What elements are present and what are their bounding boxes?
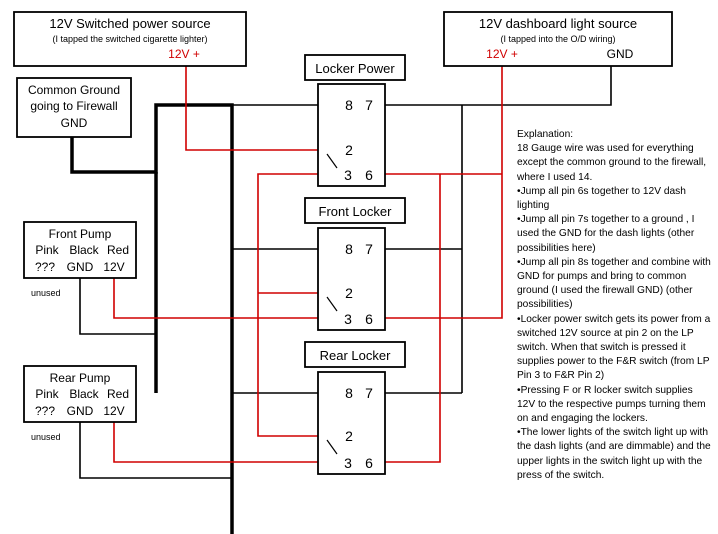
front-locker-label: Front Locker [319,204,393,219]
rear-locker-pin3: 3 [344,455,352,471]
front-pump-wire-black: Black [69,243,99,257]
rear-pump-wire-red: Red [107,387,129,401]
rear-pump-pin-12v: 12V [103,404,124,418]
locker-power-label: Locker Power [315,61,395,76]
front-pump-gnd-wire [79,278,156,335]
explanation-panel: Explanation: 18 Gauge wire was used for … [517,128,713,483]
front-locker-pin6: 6 [365,311,373,327]
locker-power-pin6: 6 [365,167,373,183]
pin7-bus-wire [385,66,612,394]
front-pump-box [23,221,137,279]
rear-pump-wire-pink: Pink [35,387,59,401]
front-pump-wire-pink: Pink [35,243,59,257]
explanation-bullet: •Pressing F or R locker switch supplies … [517,384,706,425]
front-locker-pin7: 7 [365,241,373,257]
rear-pump-unused-label: unused [31,432,61,442]
common-ground-line3: GND [61,116,88,130]
rear-pump-12v-wire [113,422,318,463]
switched-12v-wire [185,66,318,151]
rear-pump-wire-black: Black [69,387,99,401]
front-locker-pin2: 2 [345,285,353,301]
front-pump-12v-wire [113,278,318,319]
rear-pump-box [23,365,137,423]
rear-locker-pin2: 2 [345,428,353,444]
rear-locker-switch [317,371,386,475]
switched-source-terminal: 12V + [168,47,200,61]
explanation-bullet: •Locker power switch gets its power from… [517,313,711,382]
common-ground-line1: Common Ground [28,83,120,97]
front-pump-wire-red: Red [107,243,129,257]
locker-power-label-box [304,54,406,81]
rear-locker-label-box [304,341,406,368]
switched-source-box [13,11,247,67]
locker-power-contact-icon [326,153,338,169]
common-ground-wire [70,103,234,534]
front-locker-pin8: 8 [345,241,353,257]
front-locker-pin3: 3 [344,311,352,327]
rear-locker-label: Rear Locker [320,348,391,363]
rear-locker-pin6: 6 [365,455,373,471]
locker-power-pin8: 8 [345,97,353,113]
front-pump-pin-unknown: ??? [35,260,55,274]
front-pump-unused-label: unused [31,288,61,298]
common-ground-box [16,77,132,138]
explanation-bullet: •The lower lights of the switch light up… [517,427,711,481]
locker-power-switch [317,83,386,187]
rear-pump-pin-unknown: ??? [35,404,55,418]
front-locker-switch [317,227,386,331]
dash-source-box [443,11,673,67]
rear-pump-pin-gnd: GND [67,404,94,418]
locker-power-pin7: 7 [365,97,373,113]
front-pump-pin-gnd: GND [67,260,94,274]
rear-pump-gnd-wire [79,422,232,479]
explanation-bullet: •Jump all pin 8s together and combine wi… [517,256,711,311]
pin8-bus-wire [232,104,318,394]
explanation-intro: 18 Gauge wire was used for everything ex… [517,143,707,183]
explanation-bullet: •Jump all pin 7s together to a ground , … [517,214,695,254]
lp-pin3-to-fr-pin2-wire [257,173,318,437]
switched-source-title: 12V Switched power source [49,16,210,31]
rear-locker-contact-icon [326,439,338,455]
switched-source-note: (I tapped the switched cigarette lighter… [52,34,207,44]
common-ground-line2: going to Firewall [30,99,117,113]
explanation-bullet: •Jump all pin 6s together to 12V dash li… [517,185,686,212]
rear-locker-pin8: 8 [345,385,353,401]
rear-pump-title: Rear Pump [50,371,111,385]
rear-locker-pin7: 7 [365,385,373,401]
dash-source-terminal-pos: 12V + [486,47,518,61]
dash-source-terminal-gnd: GND [607,47,634,61]
front-pump-pin-12v: 12V [103,260,124,274]
front-pump-title: Front Pump [49,227,112,241]
front-locker-contact-icon [326,296,338,312]
front-locker-label-box [304,197,406,224]
explanation-heading: Explanation: [517,129,574,140]
locker-power-pin2: 2 [345,142,353,158]
dash-source-note: (I tapped into the O/D wiring) [500,34,615,44]
dash-12v-wire [385,66,503,463]
dash-source-title: 12V dashboard light source [479,16,637,31]
locker-power-pin3: 3 [344,167,352,183]
